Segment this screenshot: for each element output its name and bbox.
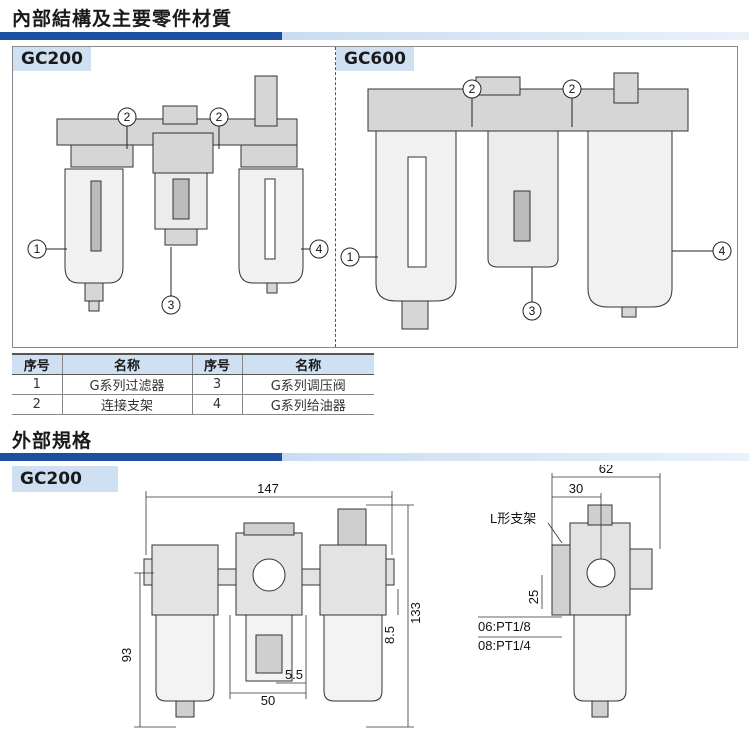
dim-side-25: 25 xyxy=(526,590,541,604)
section-title-external: 外部規格 xyxy=(12,430,93,452)
table-row: 2 连接支架 4 G系列给油器 xyxy=(12,394,374,415)
parts-cell: G系列给油器 xyxy=(242,394,374,415)
dim-side-30: 30 xyxy=(569,481,583,496)
parts-header-name: 名称 xyxy=(62,353,193,375)
dim-bottom-50: 50 xyxy=(261,693,275,708)
parts-table: 序号 名称 序号 名称 1 G系列过滤器 3 G系列调压阀 2 连接支架 4 G… xyxy=(12,353,374,415)
parts-header-no: 序号 xyxy=(192,353,243,375)
parts-table-header-row: 序号 名称 序号 名称 xyxy=(12,353,374,375)
dim-offset-55: 5.5 xyxy=(285,667,303,682)
dim-height-total: 133 xyxy=(408,602,423,624)
gc200-callout-4: 4 xyxy=(316,242,323,256)
gc200-callout-2a: 2 xyxy=(124,110,131,124)
gc600-panel-label: GC600 xyxy=(336,47,414,71)
gc200-callout-2b: 2 xyxy=(216,110,223,124)
gc600-callout-4: 4 xyxy=(719,244,726,258)
gc200-callout-1: 1 xyxy=(34,242,41,256)
parts-header-name: 名称 xyxy=(242,353,374,375)
dim-offset-85: 8.5 xyxy=(382,626,397,644)
gc600-callout-1: 1 xyxy=(347,250,354,264)
gc600-callout-2b: 2 xyxy=(569,82,576,96)
parts-cell: 连接支架 xyxy=(62,394,193,415)
port-label-08: 08:PT1/4 xyxy=(478,638,531,653)
parts-cell: G系列调压阀 xyxy=(242,374,374,395)
panel-divider xyxy=(335,47,336,347)
gc600-cutaway-drawing: 2 2 1 3 4 xyxy=(340,72,732,330)
gc200-callout-3: 3 xyxy=(168,298,175,312)
gc200-panel-label: GC200 xyxy=(13,47,91,71)
gc200-dimension-drawing: 147 50 5.5 93 133 8.5 62 30 25 L形支架 06:P… xyxy=(119,465,661,728)
parts-cell: 1 xyxy=(12,374,63,395)
parts-cell: G系列过滤器 xyxy=(62,374,193,395)
parts-header-no: 序号 xyxy=(12,353,63,375)
gc200-cutaway-drawing: 2 2 1 3 4 xyxy=(27,75,329,315)
bracket-label: L形支架 xyxy=(490,511,536,526)
dim-width-total: 147 xyxy=(257,481,279,496)
dim-height-lower: 93 xyxy=(119,648,134,662)
parts-cell: 4 xyxy=(192,394,243,415)
parts-cell: 2 xyxy=(12,394,63,415)
gc600-callout-3: 3 xyxy=(529,304,536,318)
section-bar-internal xyxy=(0,32,749,40)
port-label-06: 06:PT1/8 xyxy=(478,619,531,634)
table-row: 1 G系列过滤器 3 G系列调压阀 xyxy=(12,374,374,395)
gc600-callout-2a: 2 xyxy=(469,82,476,96)
section-bar-external xyxy=(0,453,749,461)
section-title-internal: 內部結構及主要零件材質 xyxy=(12,8,233,30)
internal-structure-panel: GC200 GC600 xyxy=(12,46,738,348)
dim-side-62: 62 xyxy=(599,465,613,476)
spec-panel-label: GC200 xyxy=(12,466,118,492)
parts-cell: 3 xyxy=(192,374,243,395)
